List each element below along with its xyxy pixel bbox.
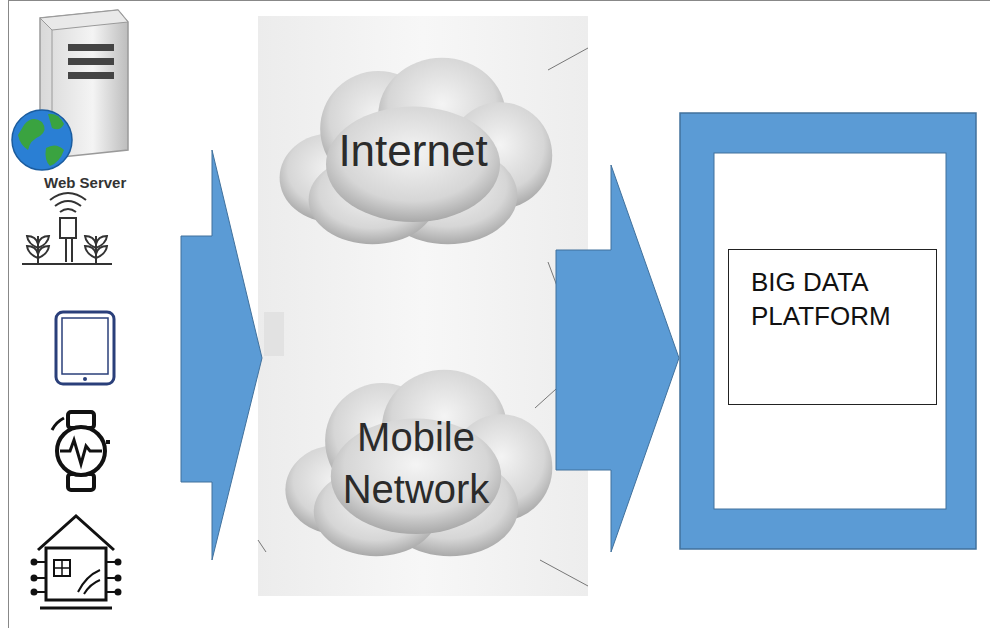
cloud-label: Internet	[338, 122, 487, 179]
network-cloud: Internet	[268, 40, 558, 262]
cloud-label: Mobile Network	[324, 411, 508, 515]
server-icon	[12, 10, 128, 170]
platform-box: BIG DATA PLATFORM	[728, 249, 937, 405]
icon-label: Web Server	[44, 174, 126, 191]
block-arrow	[556, 165, 679, 552]
platform-frame	[680, 113, 976, 549]
network-cloud: Mobile Network	[274, 352, 558, 574]
platform-label: BIG DATA PLATFORM	[751, 266, 918, 334]
network-panel	[258, 16, 588, 596]
sensor-icon	[22, 193, 112, 264]
block-arrow	[181, 150, 262, 560]
home-icon	[32, 516, 120, 608]
tablet-icon	[56, 312, 114, 384]
cloud-shape	[274, 352, 558, 574]
watch-icon	[52, 412, 110, 490]
